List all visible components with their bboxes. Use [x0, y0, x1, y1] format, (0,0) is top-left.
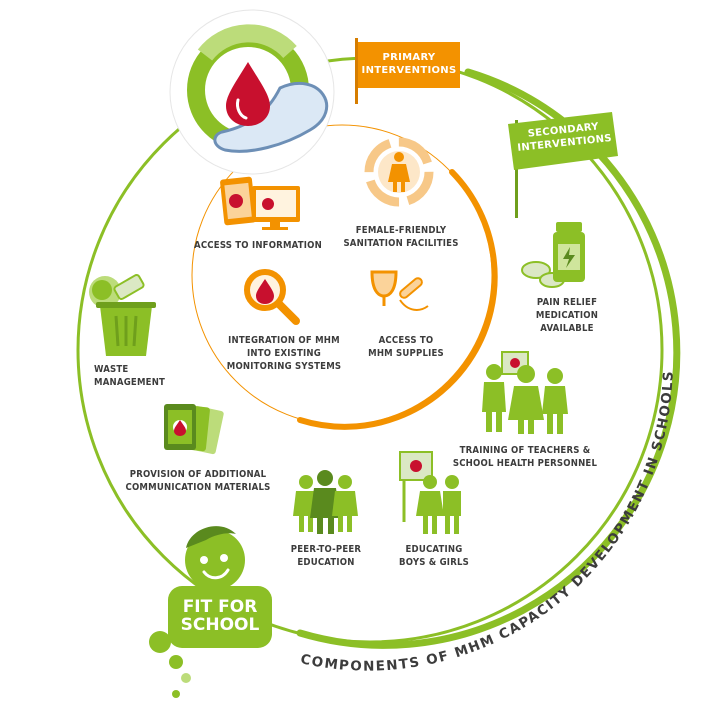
primary-orange-arc	[297, 169, 498, 430]
fit-for-school-logo	[149, 526, 272, 698]
computer-book-icon	[220, 176, 300, 230]
educating-label: EDUCATING BOYS & GIRLS	[399, 544, 469, 568]
leaflet-icon	[164, 404, 224, 455]
communication-materials-label: PROVISION OF ADDITIONAL COMMUNICATION MA…	[125, 469, 271, 493]
training-label: TRAINING OF TEACHERS & SCHOOL HEALTH PER…	[452, 445, 598, 469]
primary-flag	[355, 38, 460, 104]
peer-to-peer-label: PEER-TO-PEER EDUCATION	[290, 544, 362, 568]
waste-bin-icon	[89, 274, 156, 356]
medicine-bottle-icon	[521, 222, 585, 288]
integration-mhm-label: INTEGRATION OF MHM INTO EXISTING MONITOR…	[226, 335, 342, 372]
waste-management-label: WASTE MANAGEMENT	[94, 364, 166, 388]
secondary-flag	[508, 112, 618, 218]
training-people-icon	[482, 351, 568, 434]
blood-drop-pad-icon	[169, 9, 335, 175]
female-friendly-label: FEMALE-FRIENDLY SANITATION FACILITIES	[343, 225, 459, 249]
magnifier-drop-icon	[244, 269, 300, 325]
pain-relief-label: PAIN RELIEF MEDICATION AVAILABLE	[535, 297, 599, 334]
access-supplies-label: ACCESS TO MHM SUPPLIES	[368, 335, 444, 359]
peer-group-icon	[293, 470, 358, 534]
primary-flag-label: PRIMARY INTERVENTIONS	[361, 52, 457, 76]
menstrual-cup-icon	[370, 270, 429, 311]
educating-people-icon	[399, 451, 461, 534]
access-information-label: ACCESS TO INFORMATION	[194, 240, 322, 251]
fit-for-school-text: FIT FOR SCHOOL	[180, 597, 260, 635]
female-icon	[364, 137, 434, 207]
